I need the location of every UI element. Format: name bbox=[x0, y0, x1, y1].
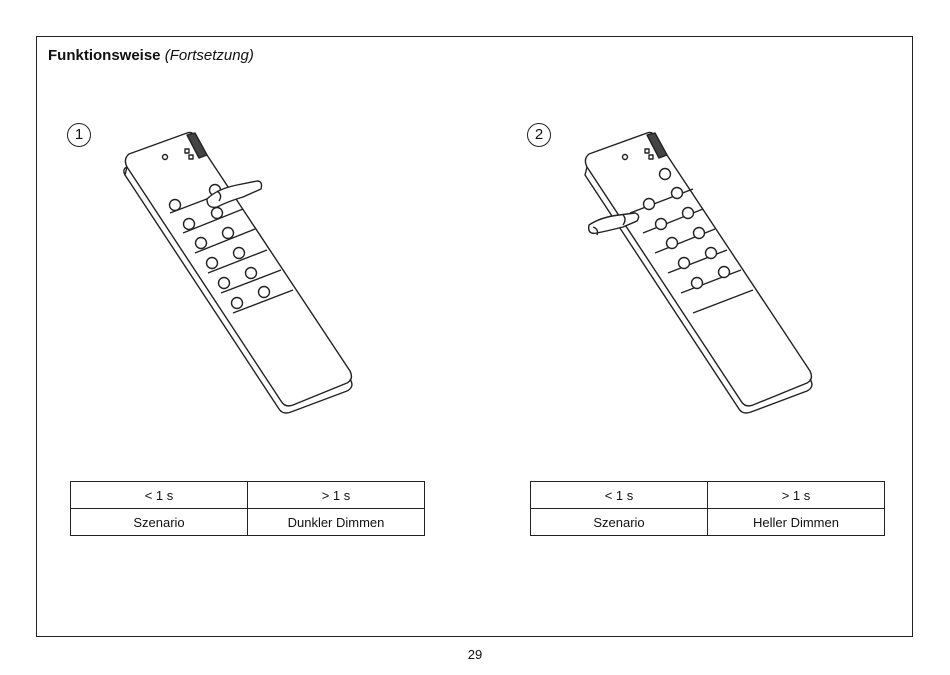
section-heading: Funktionsweise (Fortsetzung) bbox=[48, 47, 254, 64]
timing-table-2: < 1 s > 1 s Szenario Heller Dimmen bbox=[530, 481, 885, 536]
heading-subtitle: (Fortsetzung) bbox=[164, 47, 254, 64]
step-1-number: 1 bbox=[67, 123, 91, 147]
remote-control-icon bbox=[123, 131, 353, 414]
table-header-cell: < 1 s bbox=[70, 481, 248, 509]
table-cell: Heller Dimmen bbox=[707, 508, 885, 536]
step-2-illustration: 2 bbox=[527, 119, 867, 449]
table-cell: Dunkler Dimmen bbox=[247, 508, 425, 536]
timing-table-1: < 1 s > 1 s Szenario Dunkler Dimmen bbox=[70, 481, 425, 536]
table-header-cell: > 1 s bbox=[247, 481, 425, 509]
table-header-cell: > 1 s bbox=[707, 481, 885, 509]
remote-control-icon bbox=[584, 131, 813, 414]
page-number: 29 bbox=[467, 647, 483, 662]
step-2-number: 2 bbox=[527, 123, 551, 147]
table-cell: Szenario bbox=[530, 508, 708, 536]
table-header-cell: < 1 s bbox=[530, 481, 708, 509]
table-cell: Szenario bbox=[70, 508, 248, 536]
step-1-illustration: 1 bbox=[67, 119, 407, 449]
heading-title: Funktionsweise bbox=[48, 47, 161, 64]
page-frame: Funktionsweise (Fortsetzung) 1 bbox=[36, 36, 913, 637]
